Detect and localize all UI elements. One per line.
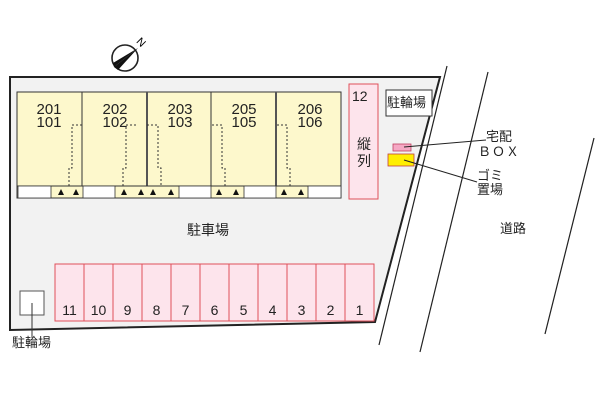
bicycle-parking-top xyxy=(385,89,433,117)
road-line xyxy=(544,137,595,335)
parking-slot-number: 5 xyxy=(239,302,248,318)
garbage-label: ゴミ xyxy=(477,169,504,184)
garbage-label: 置場 xyxy=(477,183,504,198)
parking-slot-number: 3 xyxy=(297,302,306,318)
road-edge-line xyxy=(378,65,448,346)
leader-line xyxy=(403,139,487,148)
building xyxy=(16,91,342,199)
parking-slot-number: 6 xyxy=(210,302,219,318)
delivery-box xyxy=(392,143,412,152)
parking-slot-number: 4 xyxy=(268,302,277,318)
parking-slot-number: 9 xyxy=(123,302,132,318)
leader-line xyxy=(403,159,478,183)
parking-slot-number: 10 xyxy=(90,302,107,318)
parking-slot-number: 1 xyxy=(355,302,364,318)
svg-text:N: N xyxy=(134,36,148,50)
tandem-label: 列 xyxy=(357,154,371,170)
parking-slot-12-number: 12 xyxy=(352,88,368,104)
bicycle-parking-bottom-label: 駐輪場 xyxy=(12,336,52,351)
garbage-area xyxy=(387,153,415,167)
parking-row xyxy=(54,263,375,322)
parking-slot-number: 8 xyxy=(152,302,161,318)
parking-slot-number: 7 xyxy=(181,302,190,318)
parking-lot-label: 駐車場 xyxy=(187,223,229,239)
road-label: 道路 xyxy=(500,222,527,237)
parking-slot-number: 11 xyxy=(62,302,77,318)
parking-slot-number: 2 xyxy=(326,302,335,318)
delivery-box-label: 宅配 xyxy=(486,130,513,145)
tandem-label: 縦 xyxy=(357,137,371,153)
bicycle-parking-top-label: 駐輪場 xyxy=(387,96,427,111)
compass-icon: N xyxy=(111,36,148,72)
road-line xyxy=(419,71,489,353)
delivery-box-label: ＢＯＸ xyxy=(478,145,521,160)
parking-slot-12 xyxy=(348,83,379,200)
